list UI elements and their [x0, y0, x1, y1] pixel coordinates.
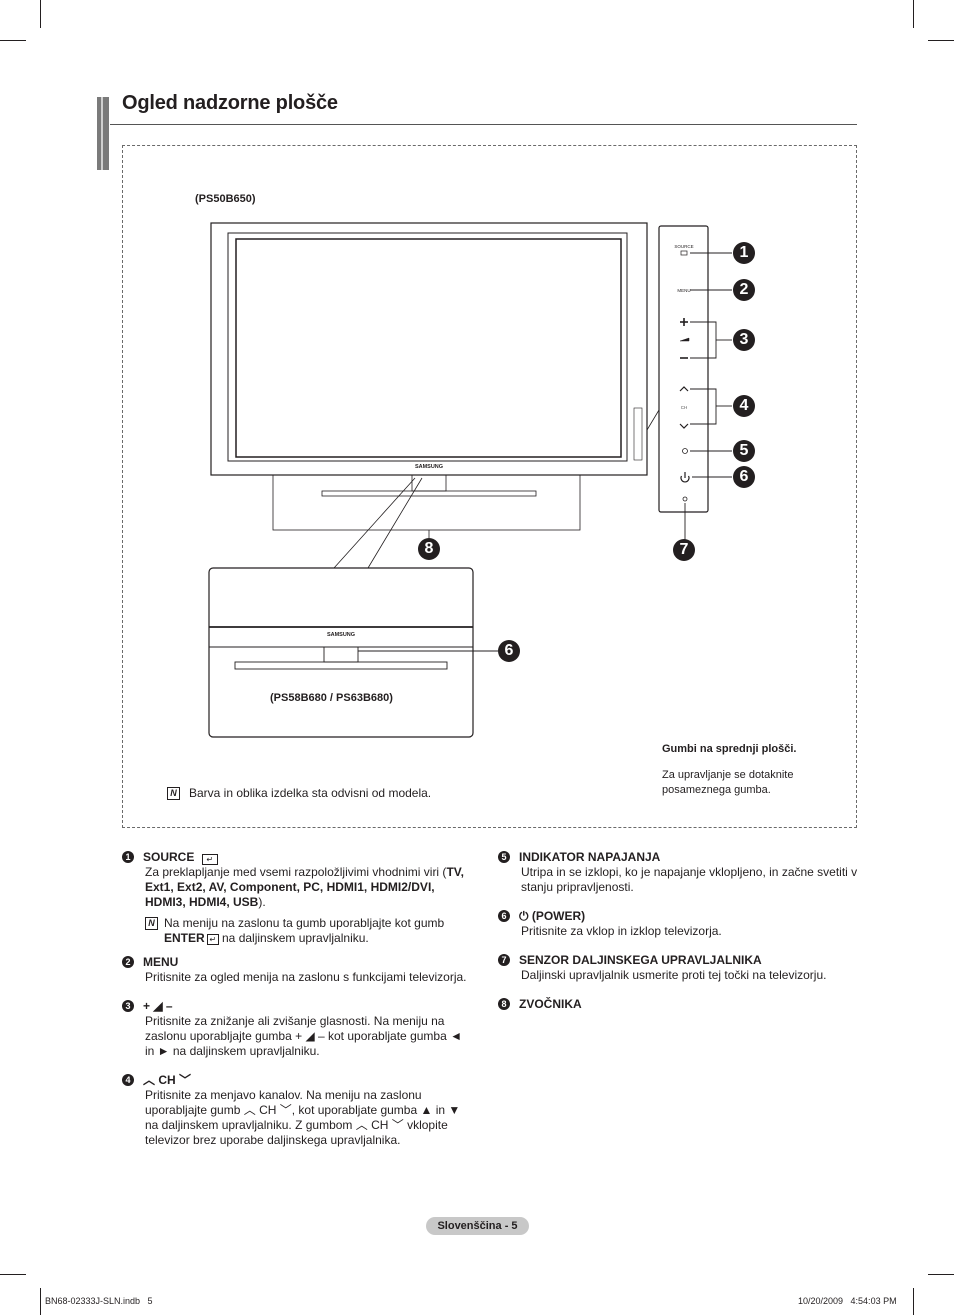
page-title: Ogled nadzorne plošče [122, 92, 338, 114]
item-heading: SENZOR DALJINSKEGA UPRAVLJALNIKA [519, 953, 762, 967]
item-description: Za preklapljanje med vsemi razpoložljivi… [143, 865, 474, 910]
note-icon: N [167, 787, 180, 800]
callout-4: 4 [733, 395, 755, 417]
desc-text-end: ). [258, 895, 266, 909]
model-label-bottom: (PS58B680 / PS63B680) [270, 692, 393, 704]
enter-icon: ↵ [206, 934, 219, 945]
crop-mark [0, 1274, 26, 1275]
item-description: Pritisnite za ogled menija na zaslonu s … [145, 970, 467, 984]
item-heading: + ◢ – [143, 999, 173, 1013]
item-description: Utripa in se izklopi, ko je napajanje vk… [521, 865, 858, 894]
panel-label-menu: MENU [677, 288, 690, 293]
brand-logo: SAMSUNG [415, 464, 443, 470]
callout-3: 3 [733, 329, 755, 351]
brand-logo-detail: SAMSUNG [327, 632, 355, 638]
note-text-end: na daljinskem upravljalniku. [218, 931, 369, 945]
item-heading: SOURCE [143, 850, 195, 864]
page-number-tab: Slovenščina - 5 [426, 1217, 529, 1235]
item-number: 6 [498, 910, 510, 922]
callout-2: 2 [733, 279, 755, 301]
crop-mark [913, 1288, 914, 1315]
item-list-right: 5 INDIKATOR NAPAJANJA Utripa in se izklo… [498, 850, 858, 1012]
note-icon: N [145, 917, 158, 930]
item-number: 8 [498, 998, 510, 1010]
crop-mark [40, 1288, 41, 1315]
callout-5: 5 [733, 440, 755, 462]
crop-mark [913, 0, 914, 28]
figure-frame [122, 145, 857, 828]
title-accent-highlight [101, 97, 103, 170]
power-icon: ⏻ [519, 909, 532, 923]
title-accent-bar [97, 97, 109, 170]
panel-label-source: SOURCE [674, 244, 693, 249]
item-description: Daljinski upravljalnik usmerite proti te… [521, 968, 827, 982]
figure-note: Barva in oblika izdelka sta odvisni od m… [189, 786, 432, 800]
item-list-left: 1 SOURCE ↵ Za preklapljanje med vsemi ra… [122, 850, 474, 1148]
item-number: 4 [122, 1074, 134, 1086]
callout-7: 7 [673, 539, 695, 561]
item-heading: ︿ CH ﹀ [143, 1073, 192, 1087]
title-rule [110, 124, 857, 125]
list-item-power: 6 ⏻ (POWER) Pritisnite za vklop in izklo… [498, 909, 858, 939]
item-description: Pritisnite za vklop in izklop televizorj… [521, 924, 722, 938]
item-note: N Na meniju na zaslonu ta gumb uporablja… [145, 916, 474, 946]
desc-text: Za preklapljanje med vsemi razpoložljivi… [145, 865, 447, 879]
item-number: 2 [122, 956, 134, 968]
item-heading: (POWER) [531, 909, 586, 923]
callout-6-detail: 6 [498, 640, 520, 662]
item-description: Pritisnite za menjavo kanalov. Na meniju… [145, 1088, 461, 1147]
crop-mark [40, 0, 41, 28]
list-item-power-indicator: 5 INDIKATOR NAPAJANJA Utripa in se izklo… [498, 850, 858, 895]
item-heading: INDIKATOR NAPAJANJA [519, 850, 661, 864]
slug-left: BN68-02333J-SLN.indb 5 [45, 1296, 153, 1306]
list-item-source: 1 SOURCE ↵ Za preklapljanje med vsemi ra… [122, 850, 474, 946]
list-item-remote-sensor: 7 SENZOR DALJINSKEGA UPRAVLJALNIKA Dalji… [498, 953, 858, 983]
crop-mark [0, 40, 26, 41]
slug-right: 10/20/2009 4:54:03 PM [798, 1296, 897, 1306]
item-number: 5 [498, 851, 510, 863]
list-item-volume: 3 + ◢ – Pritisnite za znižanje ali zviša… [122, 999, 474, 1059]
list-item-menu: 2 MENU Pritisnite za ogled menija na zas… [122, 955, 474, 985]
item-description: Pritisnite za znižanje ali zvišanje glas… [145, 1014, 462, 1058]
item-number: 7 [498, 954, 510, 966]
source-icon: ↵ [201, 854, 218, 865]
note-bold: ENTER [164, 931, 205, 945]
item-number: 1 [122, 851, 134, 863]
item-heading: ZVOČNIKA [519, 997, 582, 1011]
item-number: 3 [122, 1000, 134, 1012]
crop-mark [928, 1274, 954, 1275]
note-text: Na meniju na zaslonu ta gumb uporabljajt… [164, 916, 445, 930]
desc-bold: TV, Ext1, Ext2, AV, Component, PC, HDMI1… [145, 865, 465, 909]
crop-mark [928, 40, 954, 41]
model-label-top: (PS50B650) [195, 193, 256, 205]
list-item-channel: 4 ︿ CH ﹀ Pritisnite za menjavo kanalov. … [122, 1073, 474, 1148]
callout-1: 1 [733, 242, 755, 264]
front-panel-desc: Za upravljanje se dotaknite posameznega … [662, 769, 794, 796]
list-item-speakers: 8 ZVOČNIKA [498, 997, 858, 1012]
front-panel-title: Gumbi na sprednji plošči. [662, 743, 797, 755]
tv-front-illustration: SAMSUNG SAMSUNG SOURCE MENU CH [208, 222, 732, 738]
callout-8: 8 [418, 538, 440, 560]
panel-label-ch: CH [681, 405, 688, 410]
item-heading: MENU [143, 955, 179, 969]
callout-6: 6 [733, 466, 755, 488]
